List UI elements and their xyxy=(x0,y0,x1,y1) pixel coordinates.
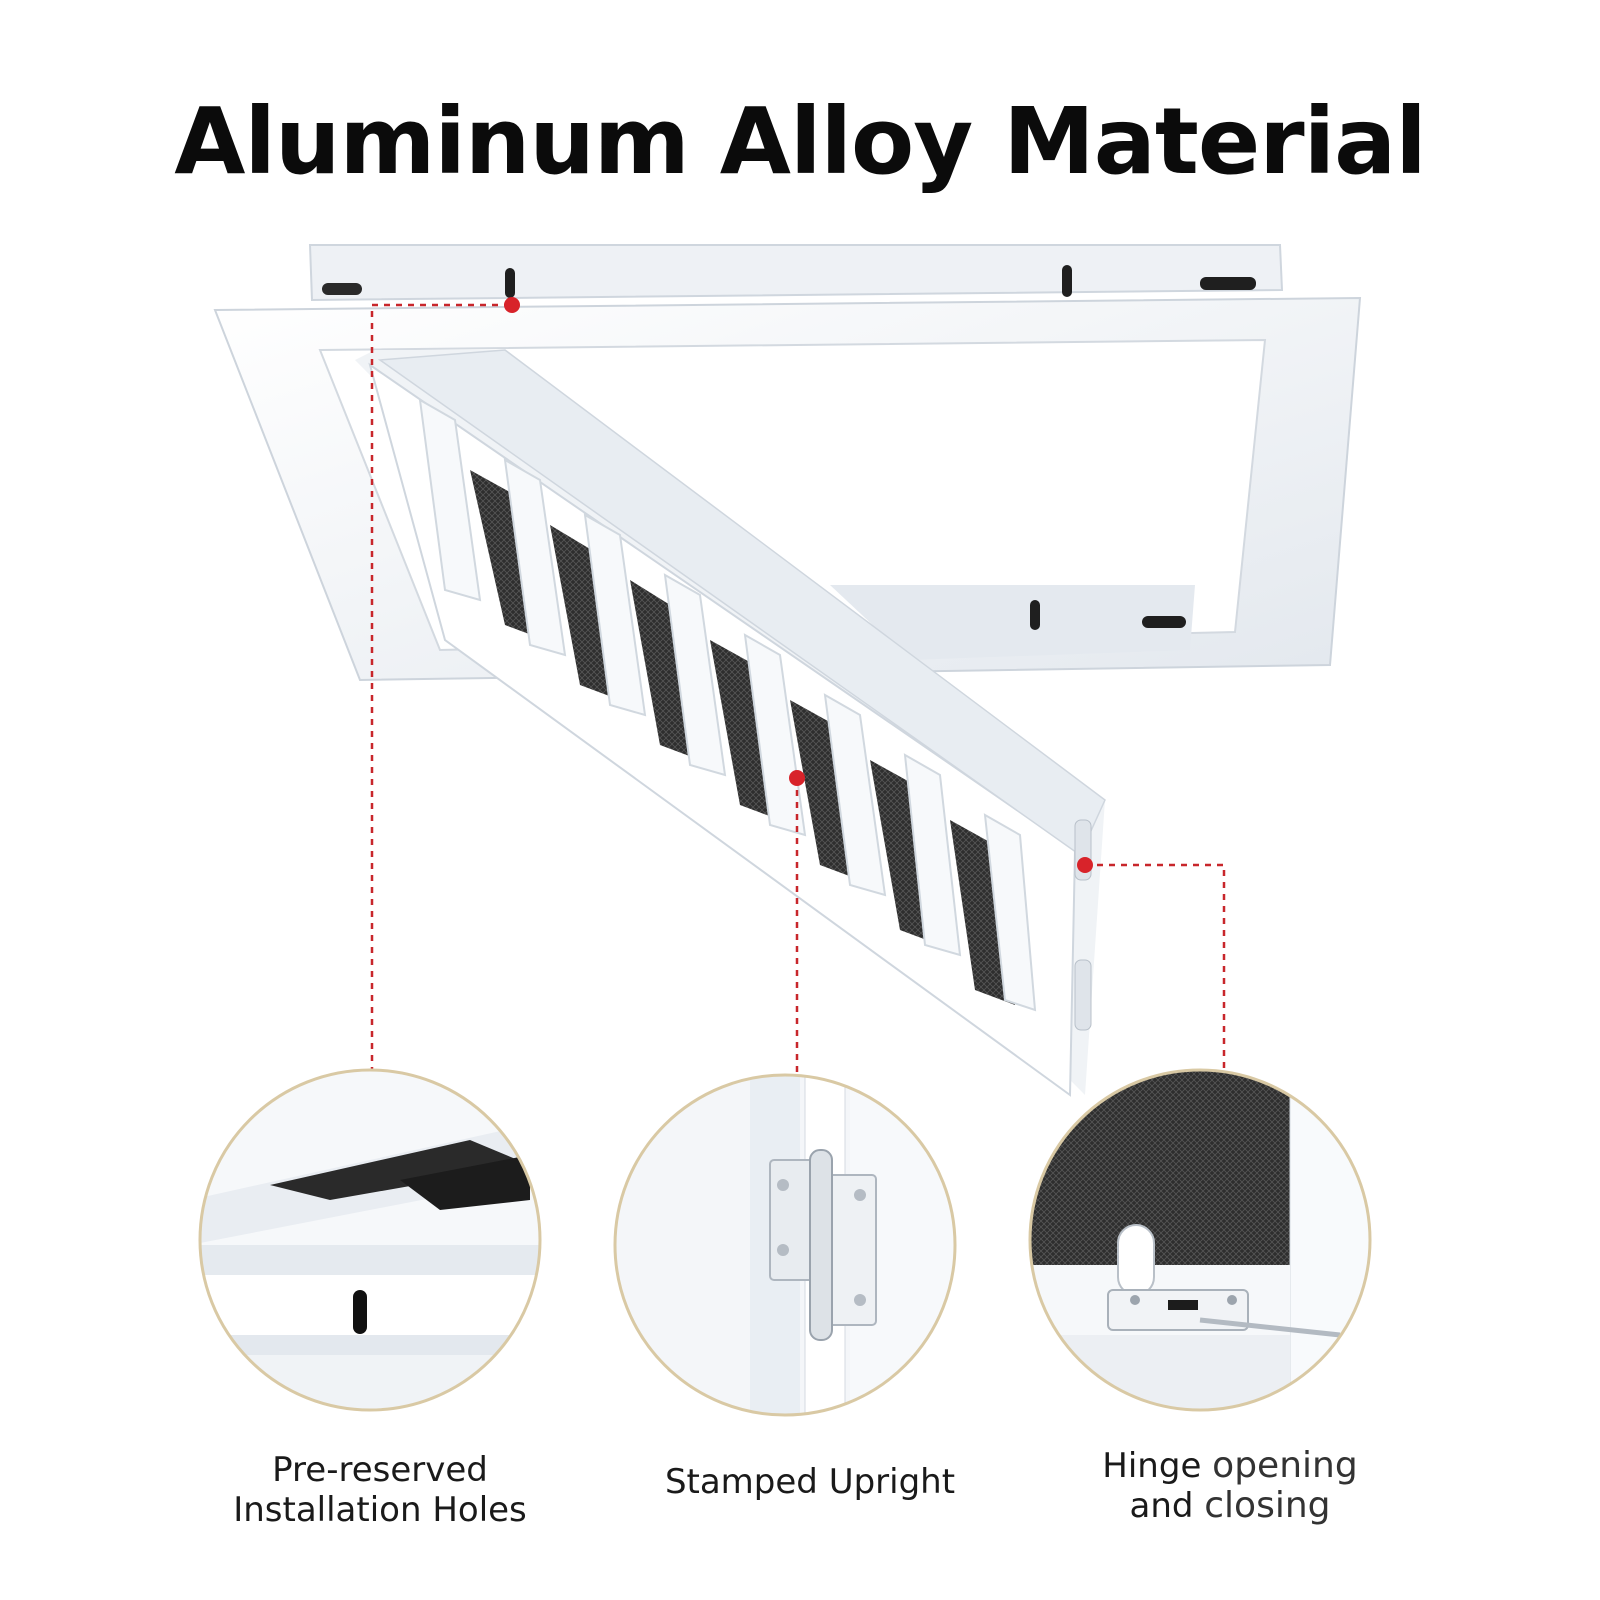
back-frame xyxy=(308,244,1284,302)
grille-panel xyxy=(355,349,1106,1097)
page-title: Aluminum Alloy Material xyxy=(174,88,1427,195)
callout-lines xyxy=(370,303,1226,1100)
caption-hinge: Hinge opening and closing xyxy=(1102,1445,1358,1527)
detail-circle-stamped-upright xyxy=(613,1073,957,1417)
callout-dots xyxy=(504,297,1093,873)
caption-installation-holes: Pre-reserved Installation Holes xyxy=(233,1450,527,1530)
detail-circle-hinge xyxy=(1028,1068,1372,1412)
detail-circle-installation-holes xyxy=(198,1068,542,1412)
caption-stamped-upright: Stamped Upright xyxy=(664,1462,956,1502)
